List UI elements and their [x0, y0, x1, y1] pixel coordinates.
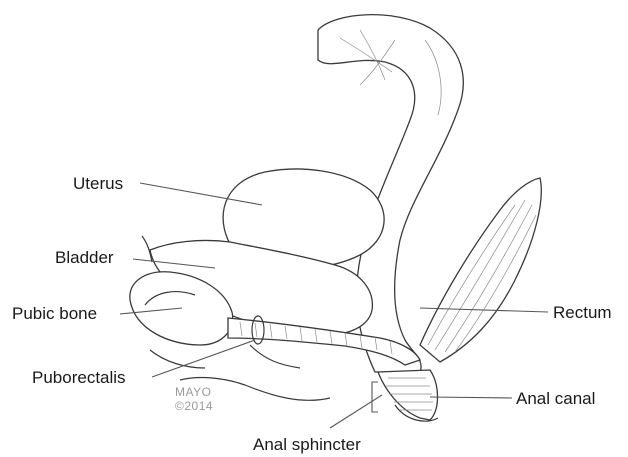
sphincter-bracket [372, 382, 378, 412]
label-anal-canal: Anal canal [516, 390, 595, 407]
leader-anal-canal [430, 397, 512, 398]
label-puborectalis: Puborectalis [32, 369, 126, 386]
label-rectum: Rectum [553, 304, 612, 321]
anal-canal-shape [378, 370, 438, 420]
leader-puborectalis [152, 340, 255, 377]
label-anal-sphincter: Anal sphincter [253, 436, 361, 453]
label-bladder: Bladder [55, 249, 114, 266]
label-pubic-bone: Pubic bone [12, 305, 97, 322]
perineum-contour-2 [250, 345, 300, 368]
levator-fan [420, 178, 541, 362]
credit-mayo: MAYO [175, 386, 213, 400]
bladder-neck [142, 236, 152, 262]
label-uterus: Uterus [73, 175, 123, 192]
credit-year: ©2014 [175, 400, 213, 414]
copyright-credit: MAYO ©2014 [175, 386, 213, 414]
